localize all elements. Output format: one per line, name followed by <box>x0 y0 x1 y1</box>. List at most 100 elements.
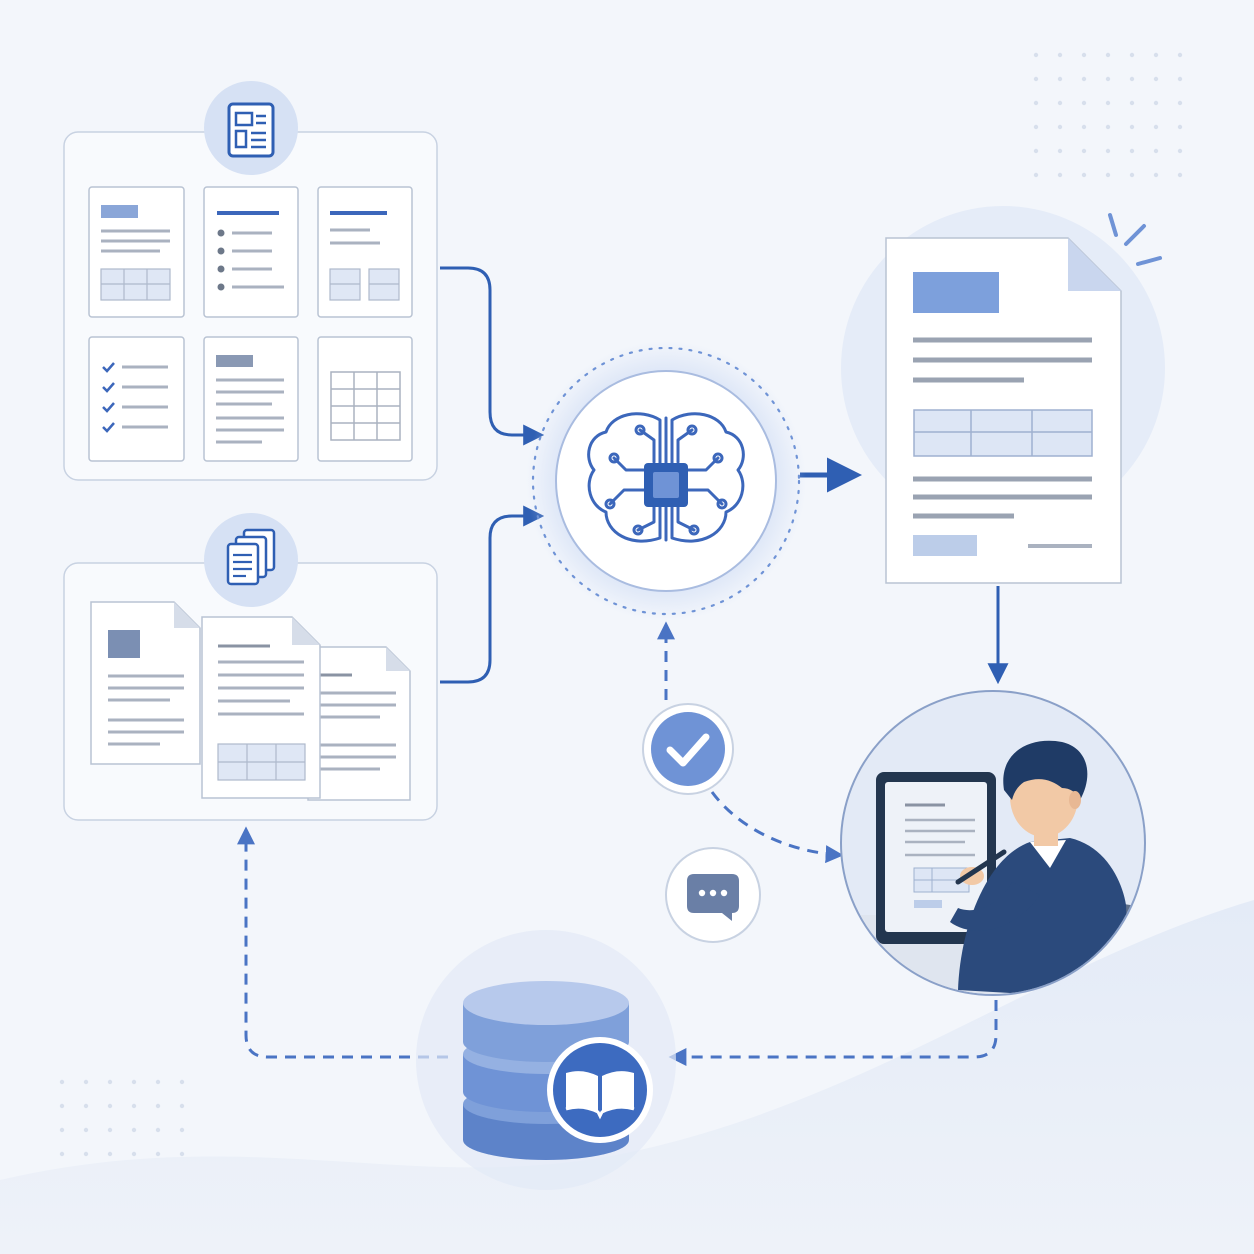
decor-dot <box>1177 124 1183 130</box>
decor-dot <box>59 1127 65 1133</box>
decor-dot <box>1033 76 1039 82</box>
decor-dot <box>179 1151 185 1157</box>
template-card-checklist <box>88 336 185 462</box>
decor-dots-bottom-left <box>59 1079 185 1157</box>
decor-dot <box>1129 148 1135 154</box>
decor-dot <box>1153 100 1159 106</box>
decor-dot <box>1153 52 1159 58</box>
decor-dot <box>1153 148 1159 154</box>
template-library-panel <box>63 81 438 481</box>
documents-stack-icon <box>204 513 298 607</box>
decor-dot <box>1105 148 1111 154</box>
source-document-3 <box>307 646 411 801</box>
decor-dot <box>179 1103 185 1109</box>
decor-dot <box>1057 52 1063 58</box>
template-card-form <box>317 186 413 318</box>
decor-dot <box>1177 100 1183 106</box>
edge-knowledge-to-sources <box>237 826 448 1059</box>
decor-dot <box>1153 124 1159 130</box>
decor-dot <box>155 1079 161 1085</box>
human-reviewer-node <box>840 690 1146 996</box>
decor-dot <box>1081 76 1087 82</box>
decor-dot <box>1153 172 1159 178</box>
book-icon <box>547 1037 653 1143</box>
source-document-2 <box>201 616 321 799</box>
decor-dot <box>107 1127 113 1133</box>
decor-dot <box>83 1127 89 1133</box>
decor-dot <box>1129 52 1135 58</box>
edge-templates-to-ai <box>440 266 545 446</box>
decor-dot <box>1153 76 1159 82</box>
decor-dot <box>1081 172 1087 178</box>
decor-dot <box>131 1079 137 1085</box>
sparkle-lines <box>1108 213 1162 266</box>
decor-dot <box>1057 76 1063 82</box>
decor-dot <box>1033 100 1039 106</box>
decor-dot <box>1105 172 1111 178</box>
approval-check-node <box>642 703 734 795</box>
decor-dot <box>1057 148 1063 154</box>
decor-dot <box>59 1103 65 1109</box>
solid-connectors <box>440 266 1009 685</box>
decor-dot <box>107 1151 113 1157</box>
decor-dot <box>155 1127 161 1133</box>
source-documents-panel <box>63 513 438 821</box>
decor-dot <box>1081 52 1087 58</box>
decor-dot <box>1129 76 1135 82</box>
decor-dot <box>131 1103 137 1109</box>
source-document-1 <box>90 601 201 765</box>
decor-dot <box>1177 148 1183 154</box>
generated-document-node <box>841 206 1165 584</box>
decor-dot <box>179 1127 185 1133</box>
decor-dot <box>1033 148 1039 154</box>
decor-dot <box>83 1103 89 1109</box>
decor-dot <box>1177 76 1183 82</box>
decor-dot <box>83 1079 89 1085</box>
decor-dot <box>1177 52 1183 58</box>
decor-dot <box>1081 100 1087 106</box>
brain-chip-icon <box>587 412 745 543</box>
chat-bubble-icon <box>687 874 739 921</box>
knowledge-base-node <box>416 930 676 1190</box>
person-at-monitor-icon <box>842 740 1142 994</box>
decor-dot <box>1033 52 1039 58</box>
decor-dot <box>1057 100 1063 106</box>
decor-dot <box>155 1103 161 1109</box>
layout-template-icon <box>204 81 298 175</box>
feedback-node <box>665 847 761 943</box>
decor-dot <box>1081 124 1087 130</box>
dashed-connectors <box>237 621 998 1066</box>
ai-engine-node <box>526 341 806 621</box>
decor-dot <box>1033 172 1039 178</box>
decor-dot <box>83 1151 89 1157</box>
decor-dot <box>59 1151 65 1157</box>
check-icon <box>666 733 710 767</box>
decor-dot <box>1105 100 1111 106</box>
decor-dot <box>1177 172 1183 178</box>
decor-dot <box>1033 124 1039 130</box>
decor-dot <box>1129 172 1135 178</box>
decor-dot <box>131 1151 137 1157</box>
decor-dot <box>1129 100 1135 106</box>
decor-dot <box>1105 76 1111 82</box>
decor-dot <box>107 1079 113 1085</box>
template-card-text <box>203 336 299 462</box>
edge-sources-to-ai <box>440 505 545 684</box>
decor-dots-top-right <box>1033 52 1183 178</box>
decor-dot <box>131 1127 137 1133</box>
template-card-grid <box>317 336 413 462</box>
template-card-report <box>88 186 185 318</box>
decor-dot <box>1057 172 1063 178</box>
decor-dot <box>1129 124 1135 130</box>
decor-dot <box>1081 148 1087 154</box>
template-card-bullets <box>203 186 299 318</box>
background-wave <box>0 900 1254 1254</box>
decor-dot <box>59 1079 65 1085</box>
decor-dot <box>107 1103 113 1109</box>
decor-dot <box>1105 52 1111 58</box>
decor-dot <box>179 1079 185 1085</box>
decor-dot <box>1105 124 1111 130</box>
decor-dot <box>155 1151 161 1157</box>
